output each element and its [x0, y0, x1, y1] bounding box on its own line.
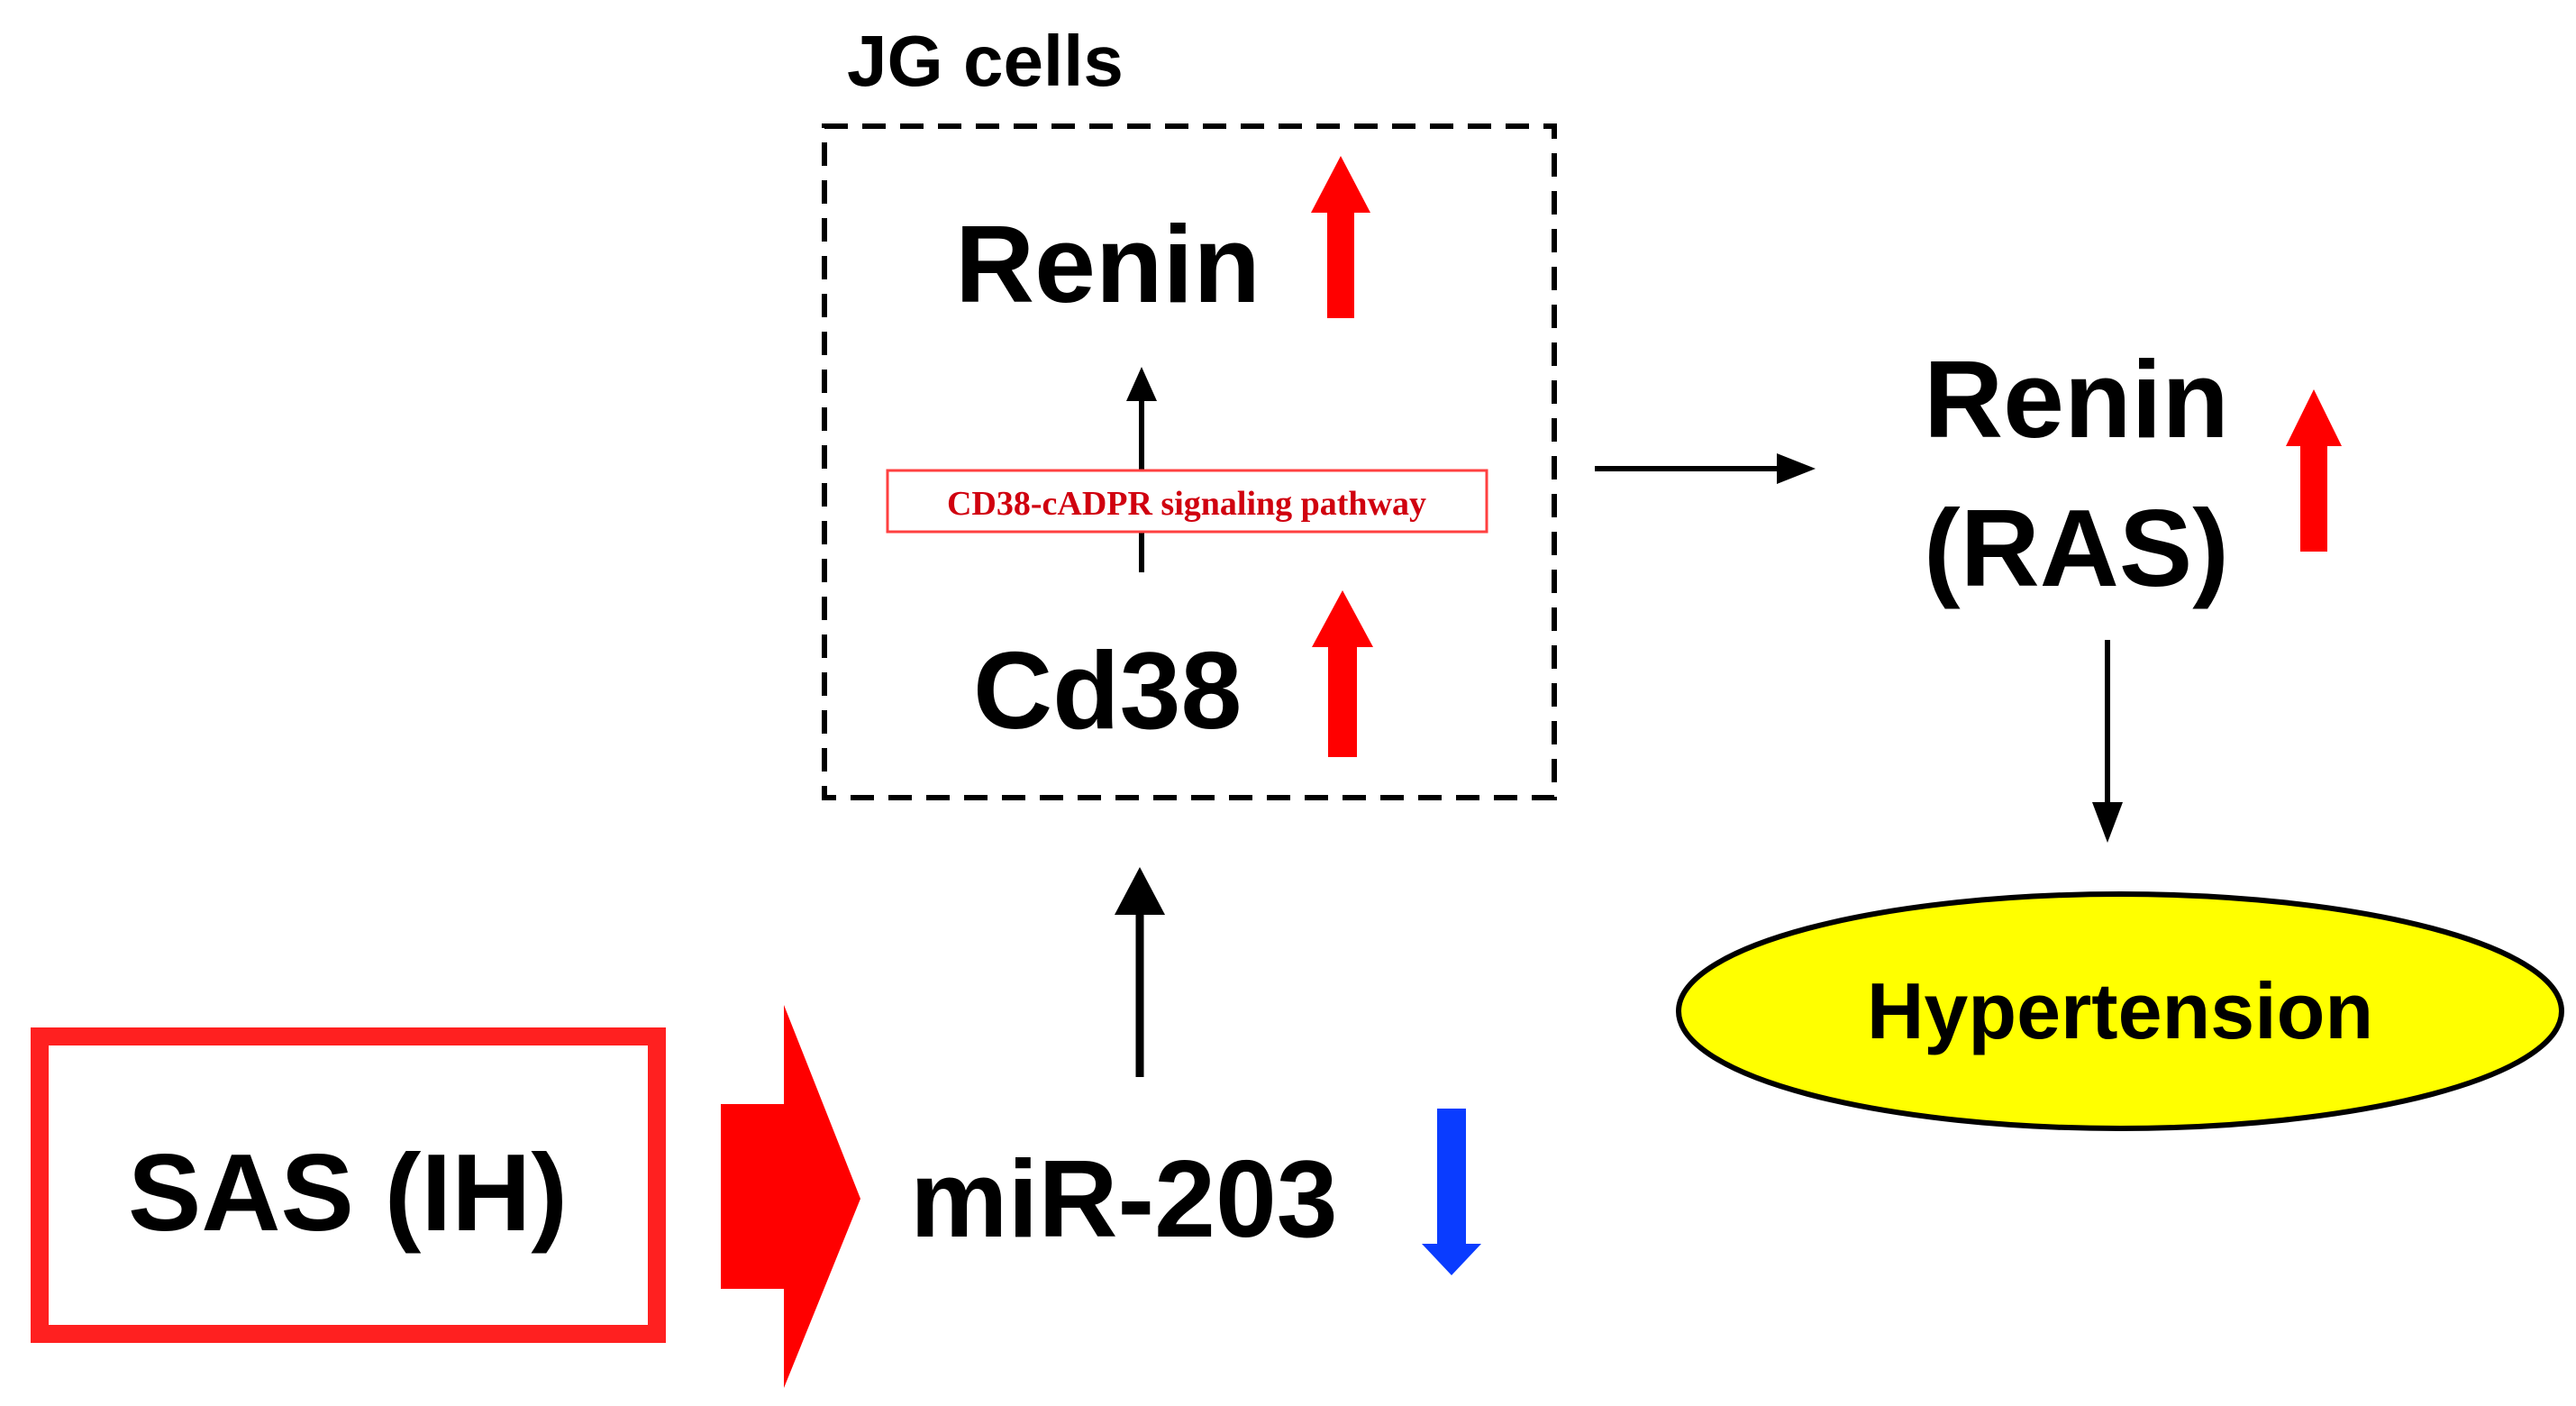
- sas-label: SAS (IH): [128, 1131, 568, 1254]
- hypertension-label: Hypertension: [1867, 966, 2373, 1055]
- sas-box: [31, 1027, 666, 1343]
- ras-to-hypertension-arrow: [2092, 640, 2123, 843]
- cd38-label: Cd38: [973, 629, 1242, 752]
- ras-label: (RAS): [1924, 487, 2229, 609]
- ras-renin-label: Renin: [1924, 338, 2229, 461]
- mir-down-arrow-icon: [1422, 1109, 1481, 1275]
- jg-cells-box: [822, 123, 1557, 800]
- ras-up-arrow-icon: [2286, 389, 2342, 552]
- mir-label: miR-203: [910, 1137, 1338, 1260]
- pathway-box: [886, 469, 1488, 534]
- jg-to-ras-arrow: [1595, 453, 1816, 484]
- sas-to-mir-block-arrow-icon: [721, 1005, 860, 1388]
- pathway-label: CD38-cADPR signaling pathway: [947, 485, 1426, 523]
- cd38-up-arrow-icon: [1312, 590, 1373, 757]
- jg-renin-up-arrow-icon: [1311, 156, 1370, 318]
- jg-renin-label: Renin: [955, 203, 1261, 325]
- jg-cells-title: JG cells: [847, 21, 1124, 101]
- hypertension-ellipse: [1676, 891, 2564, 1131]
- mir-to-jg-arrow: [1115, 867, 1165, 1077]
